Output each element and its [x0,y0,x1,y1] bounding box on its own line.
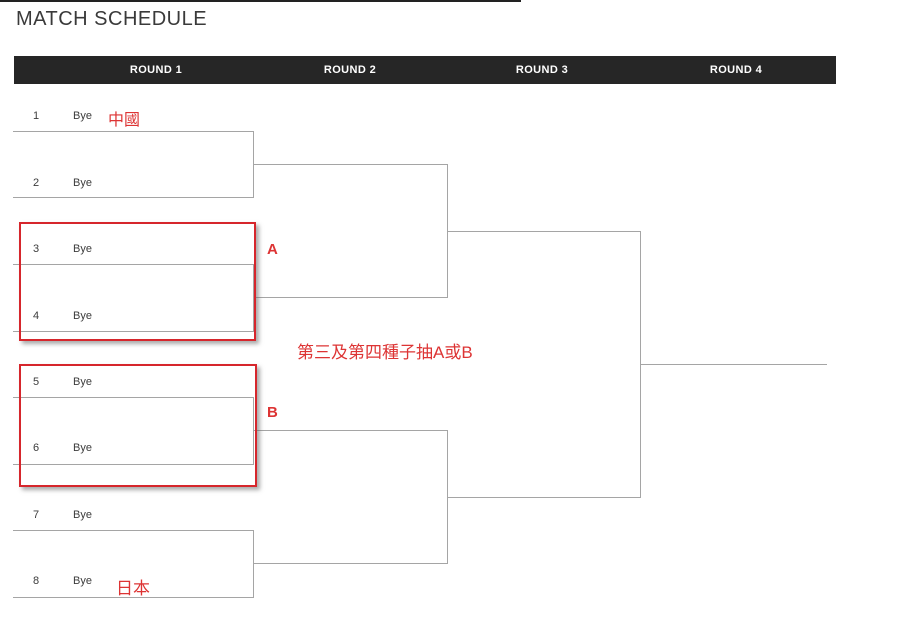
top-border-strip [0,0,521,2]
page-title: MATCH SCHEDULE [16,8,208,30]
round-3-header: ROUND 3 [515,64,569,76]
seed-result: Bye [73,310,92,322]
seed-row-3: 3 Bye [0,241,260,257]
seed-number: 3 [33,243,40,255]
bracket-line [13,597,253,598]
bracket-connector [253,530,254,598]
group-b-label: B [267,404,278,421]
bracket-connector [253,397,254,465]
bracket-line [640,364,827,365]
bracket-connector [253,264,254,332]
seed-result: Bye [73,376,92,388]
bracket-line [13,397,253,398]
group-b-highlight-box [19,364,257,487]
seed-result: Bye [73,442,92,454]
round-4-header: ROUND 4 [709,64,763,76]
seed-number: 6 [33,442,40,454]
draw-note-annotation: 第三及第四種子抽A或B [297,343,473,362]
seed-result: Bye [73,243,92,255]
bracket-line [253,297,447,298]
bracket-line [253,563,447,564]
seed1-country-annotation: 中國 [108,112,141,129]
bracket-line [13,331,253,332]
round-header-bar: ROUND 1 ROUND 2 ROUND 3 ROUND 4 [14,56,836,84]
seed-row-8: 8 Bye [0,573,260,589]
seed-row-4: 4 Bye [0,308,260,324]
seed-number: 8 [33,575,40,587]
seed-row-7: 7 Bye [0,507,260,523]
seed-row-2: 2 Bye [0,175,260,191]
seed-row-1: 1 Bye [0,108,260,124]
bracket-line [447,497,640,498]
bracket-line [13,264,253,265]
bracket-line [13,131,253,132]
bracket-line [13,530,253,531]
round-1-header: ROUND 1 [129,64,183,76]
group-a-highlight-box [19,222,256,341]
seed-result: Bye [73,509,92,521]
seed-number: 2 [33,177,40,189]
seed-number: 7 [33,509,40,521]
round-2-header: ROUND 2 [323,64,377,76]
bracket-line [13,464,253,465]
seed-row-6: 6 Bye [0,440,260,456]
bracket-line [253,164,447,165]
bracket-line [253,430,447,431]
seed8-country-annotation: 日本 [116,579,150,598]
seed-row-5: 5 Bye [0,374,260,390]
group-a-label: A [267,241,278,258]
seed-result: Bye [73,177,92,189]
bracket-line [13,197,253,198]
seed-result: Bye [73,110,92,122]
seed-result: Bye [73,575,92,587]
seed-number: 4 [33,310,40,322]
seed-number: 5 [33,376,40,388]
seed-number: 1 [33,110,40,122]
bracket-line [447,231,640,232]
